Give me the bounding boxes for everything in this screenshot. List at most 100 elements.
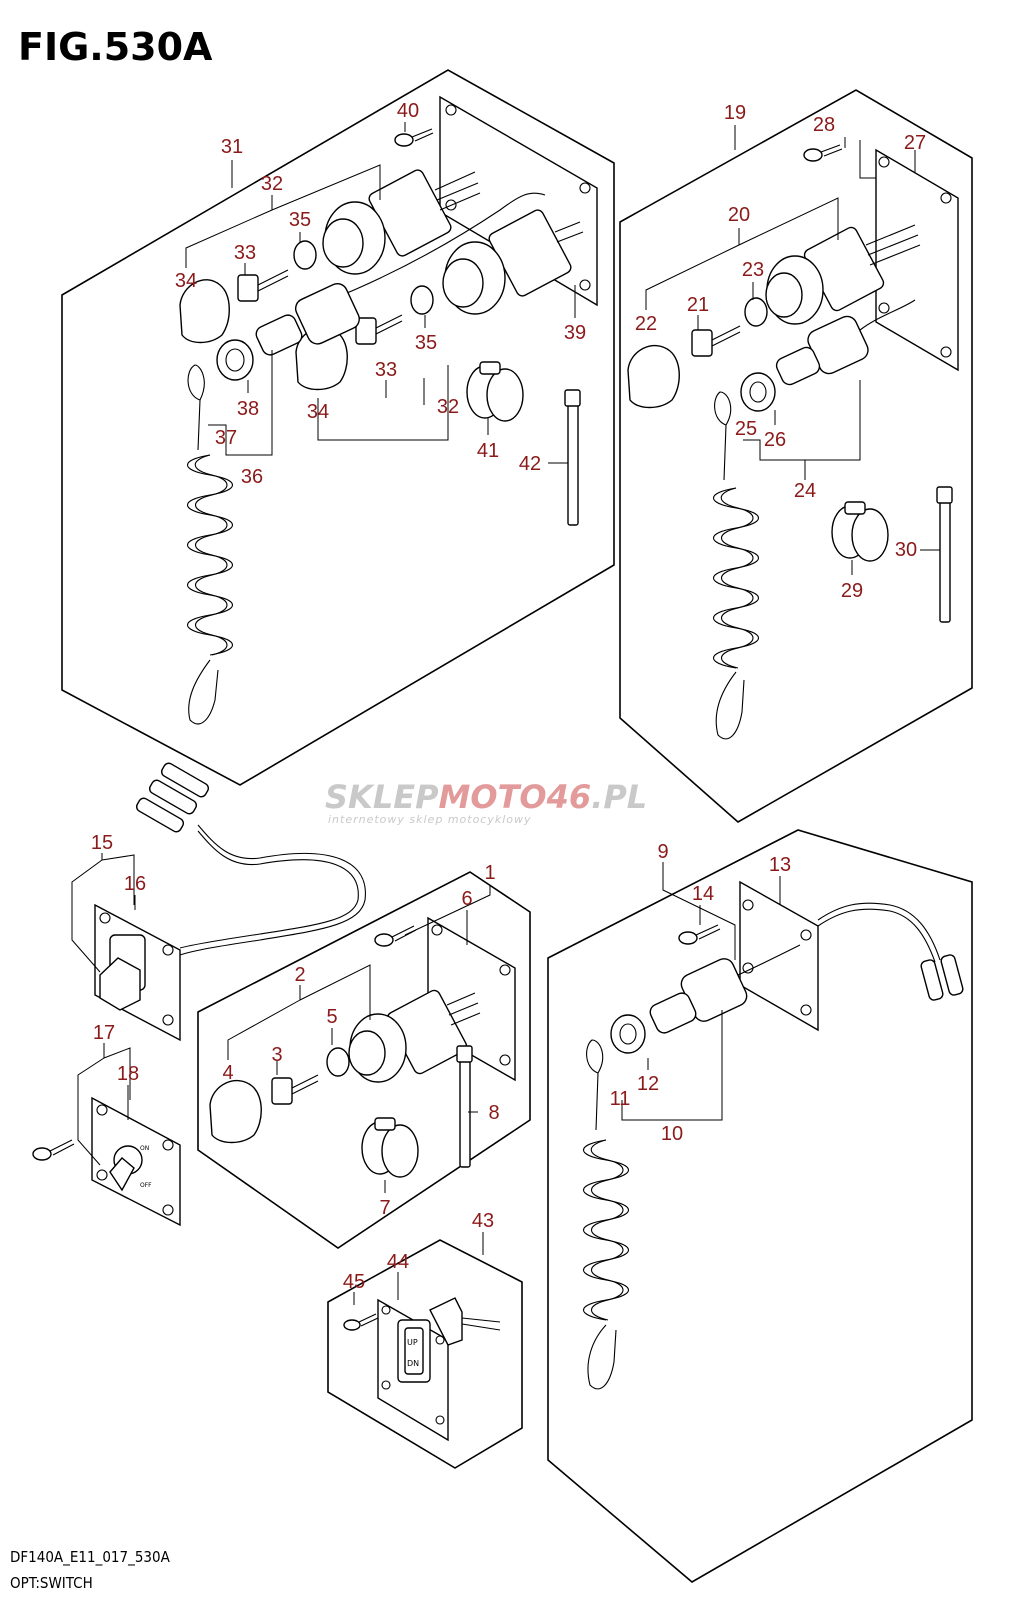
callout-15: 15 <box>91 832 113 854</box>
cable-tie-42 <box>564 389 581 526</box>
screw-17 <box>32 1139 75 1161</box>
callout-45: 45 <box>343 1271 365 1293</box>
callout-25: 25 <box>735 418 757 440</box>
callout-24: 24 <box>794 480 816 502</box>
callout-6: 6 <box>461 888 472 910</box>
screw-1 <box>374 925 417 947</box>
callout-11: 11 <box>610 1088 631 1110</box>
callout-32b: 32 <box>437 396 459 418</box>
callout-41: 41 <box>477 440 499 462</box>
panel-top-left-frame <box>61 69 615 786</box>
panel-top-right-frame <box>619 89 973 823</box>
wire-13 <box>817 902 941 961</box>
ignition-switch-upper <box>322 169 481 275</box>
callout-26: 26 <box>764 429 786 451</box>
stop-switch-10 <box>610 944 801 1054</box>
callout-5: 5 <box>326 1006 337 1028</box>
watermark-tagline: internetowy sklep motocyklowy <box>328 813 532 826</box>
connectors-13 <box>920 954 964 1001</box>
stop-switch-38 <box>216 283 360 381</box>
callout-22: 22 <box>635 313 657 335</box>
callout-17: 17 <box>93 1022 115 1044</box>
callout-29: 29 <box>841 580 863 602</box>
callout-16: 16 <box>124 873 146 895</box>
ignition-switch-20 <box>765 224 921 325</box>
key-21 <box>691 329 713 357</box>
callout-14: 14 <box>692 883 714 905</box>
key-33-a <box>237 274 259 302</box>
callout-40: 40 <box>397 100 419 122</box>
callout-32a: 32 <box>261 173 283 195</box>
figure-title: FIG.530A <box>18 25 213 69</box>
lanyard-36 <box>187 364 233 725</box>
callout-12: 12 <box>637 1073 659 1095</box>
panel-top-left: 31 32 35 33 34 40 39 35 33 34 32 41 42 3… <box>61 69 615 786</box>
spacer-35-a <box>293 240 317 270</box>
callout-37: 37 <box>215 427 237 449</box>
spacer-5 <box>326 1047 350 1077</box>
callout-3: 3 <box>271 1044 282 1066</box>
switch-plate-16 <box>94 903 181 1042</box>
callout-20: 20 <box>728 204 750 226</box>
callout-43: 43 <box>472 1210 494 1232</box>
screw-45 <box>343 1313 379 1331</box>
spacer-35-b <box>410 285 434 315</box>
callout-21: 21 <box>687 294 709 316</box>
trim-up-label: UP <box>407 1338 418 1347</box>
callout-35b: 35 <box>415 332 437 354</box>
loose-parts-left: ON OFF 15 16 17 18 <box>32 762 366 1227</box>
callout-7: 7 <box>379 1197 390 1219</box>
leader-9 <box>662 862 736 960</box>
panel-bottom-small-frame <box>327 1239 523 1469</box>
cap-7 <box>361 1117 419 1178</box>
lanyard-11 <box>583 1039 629 1390</box>
footer-caption: OPT:SWITCH <box>10 1574 93 1592</box>
callout-19: 19 <box>724 102 746 124</box>
callout-42: 42 <box>519 453 541 475</box>
callout-44: 44 <box>387 1251 409 1273</box>
screw-28 <box>803 144 843 162</box>
callout-4: 4 <box>222 1062 233 1084</box>
cable-tie-8 <box>456 1045 473 1168</box>
callout-34b: 34 <box>307 401 329 423</box>
cap-29 <box>831 501 889 562</box>
toggle-off-label: OFF <box>140 1182 152 1189</box>
callout-35a: 35 <box>289 209 311 231</box>
watermark-brand-a: SKLEP <box>325 778 439 816</box>
leader-17 <box>77 1043 131 1166</box>
lanyard-24 <box>713 391 759 740</box>
leader-1 <box>404 885 491 936</box>
watermark-brand-d: .PL <box>591 778 647 816</box>
ignition-switch-2 <box>348 989 481 1083</box>
screw-40 <box>394 128 434 147</box>
panel-bottom-right: 9 13 14 12 11 10 <box>547 829 973 1583</box>
callout-30: 30 <box>895 539 917 561</box>
callout-8: 8 <box>488 1102 499 1124</box>
panel-bottom-right-frame <box>547 829 973 1583</box>
callout-9: 9 <box>657 841 668 863</box>
watermark-brand-c: 46 <box>546 778 592 816</box>
key-33-b <box>355 317 377 345</box>
watermark: SKLEPMOTO46.PL internetowy sklep motocyk… <box>325 778 647 826</box>
callout-36: 36 <box>241 466 263 488</box>
switch-cover-34-a <box>179 279 230 344</box>
toggle-on-label: ON <box>140 1145 149 1152</box>
callout-27: 27 <box>904 132 926 154</box>
callout-28: 28 <box>813 114 835 136</box>
key-3 <box>271 1077 293 1105</box>
leader-10 <box>621 1010 723 1121</box>
panel-bottom-small: UP DN 43 44 45 <box>327 1210 523 1469</box>
panel-center: 1 6 2 5 3 4 8 7 <box>197 862 531 1249</box>
panel-center-frame <box>197 871 531 1249</box>
stop-switch-26 <box>740 299 916 412</box>
callout-33a: 33 <box>234 242 256 264</box>
leaders-top-left <box>185 122 576 464</box>
switch-cover-22 <box>627 345 680 409</box>
footer-code: DF140A_E11_017_530A <box>10 1548 171 1567</box>
svg-text:SKLEPMOTO46.PL: SKLEPMOTO46.PL <box>325 778 647 816</box>
callout-31: 31 <box>221 136 243 158</box>
ignition-switch-lower <box>442 209 584 315</box>
screw-14 <box>678 924 721 945</box>
callout-10: 10 <box>661 1123 683 1145</box>
